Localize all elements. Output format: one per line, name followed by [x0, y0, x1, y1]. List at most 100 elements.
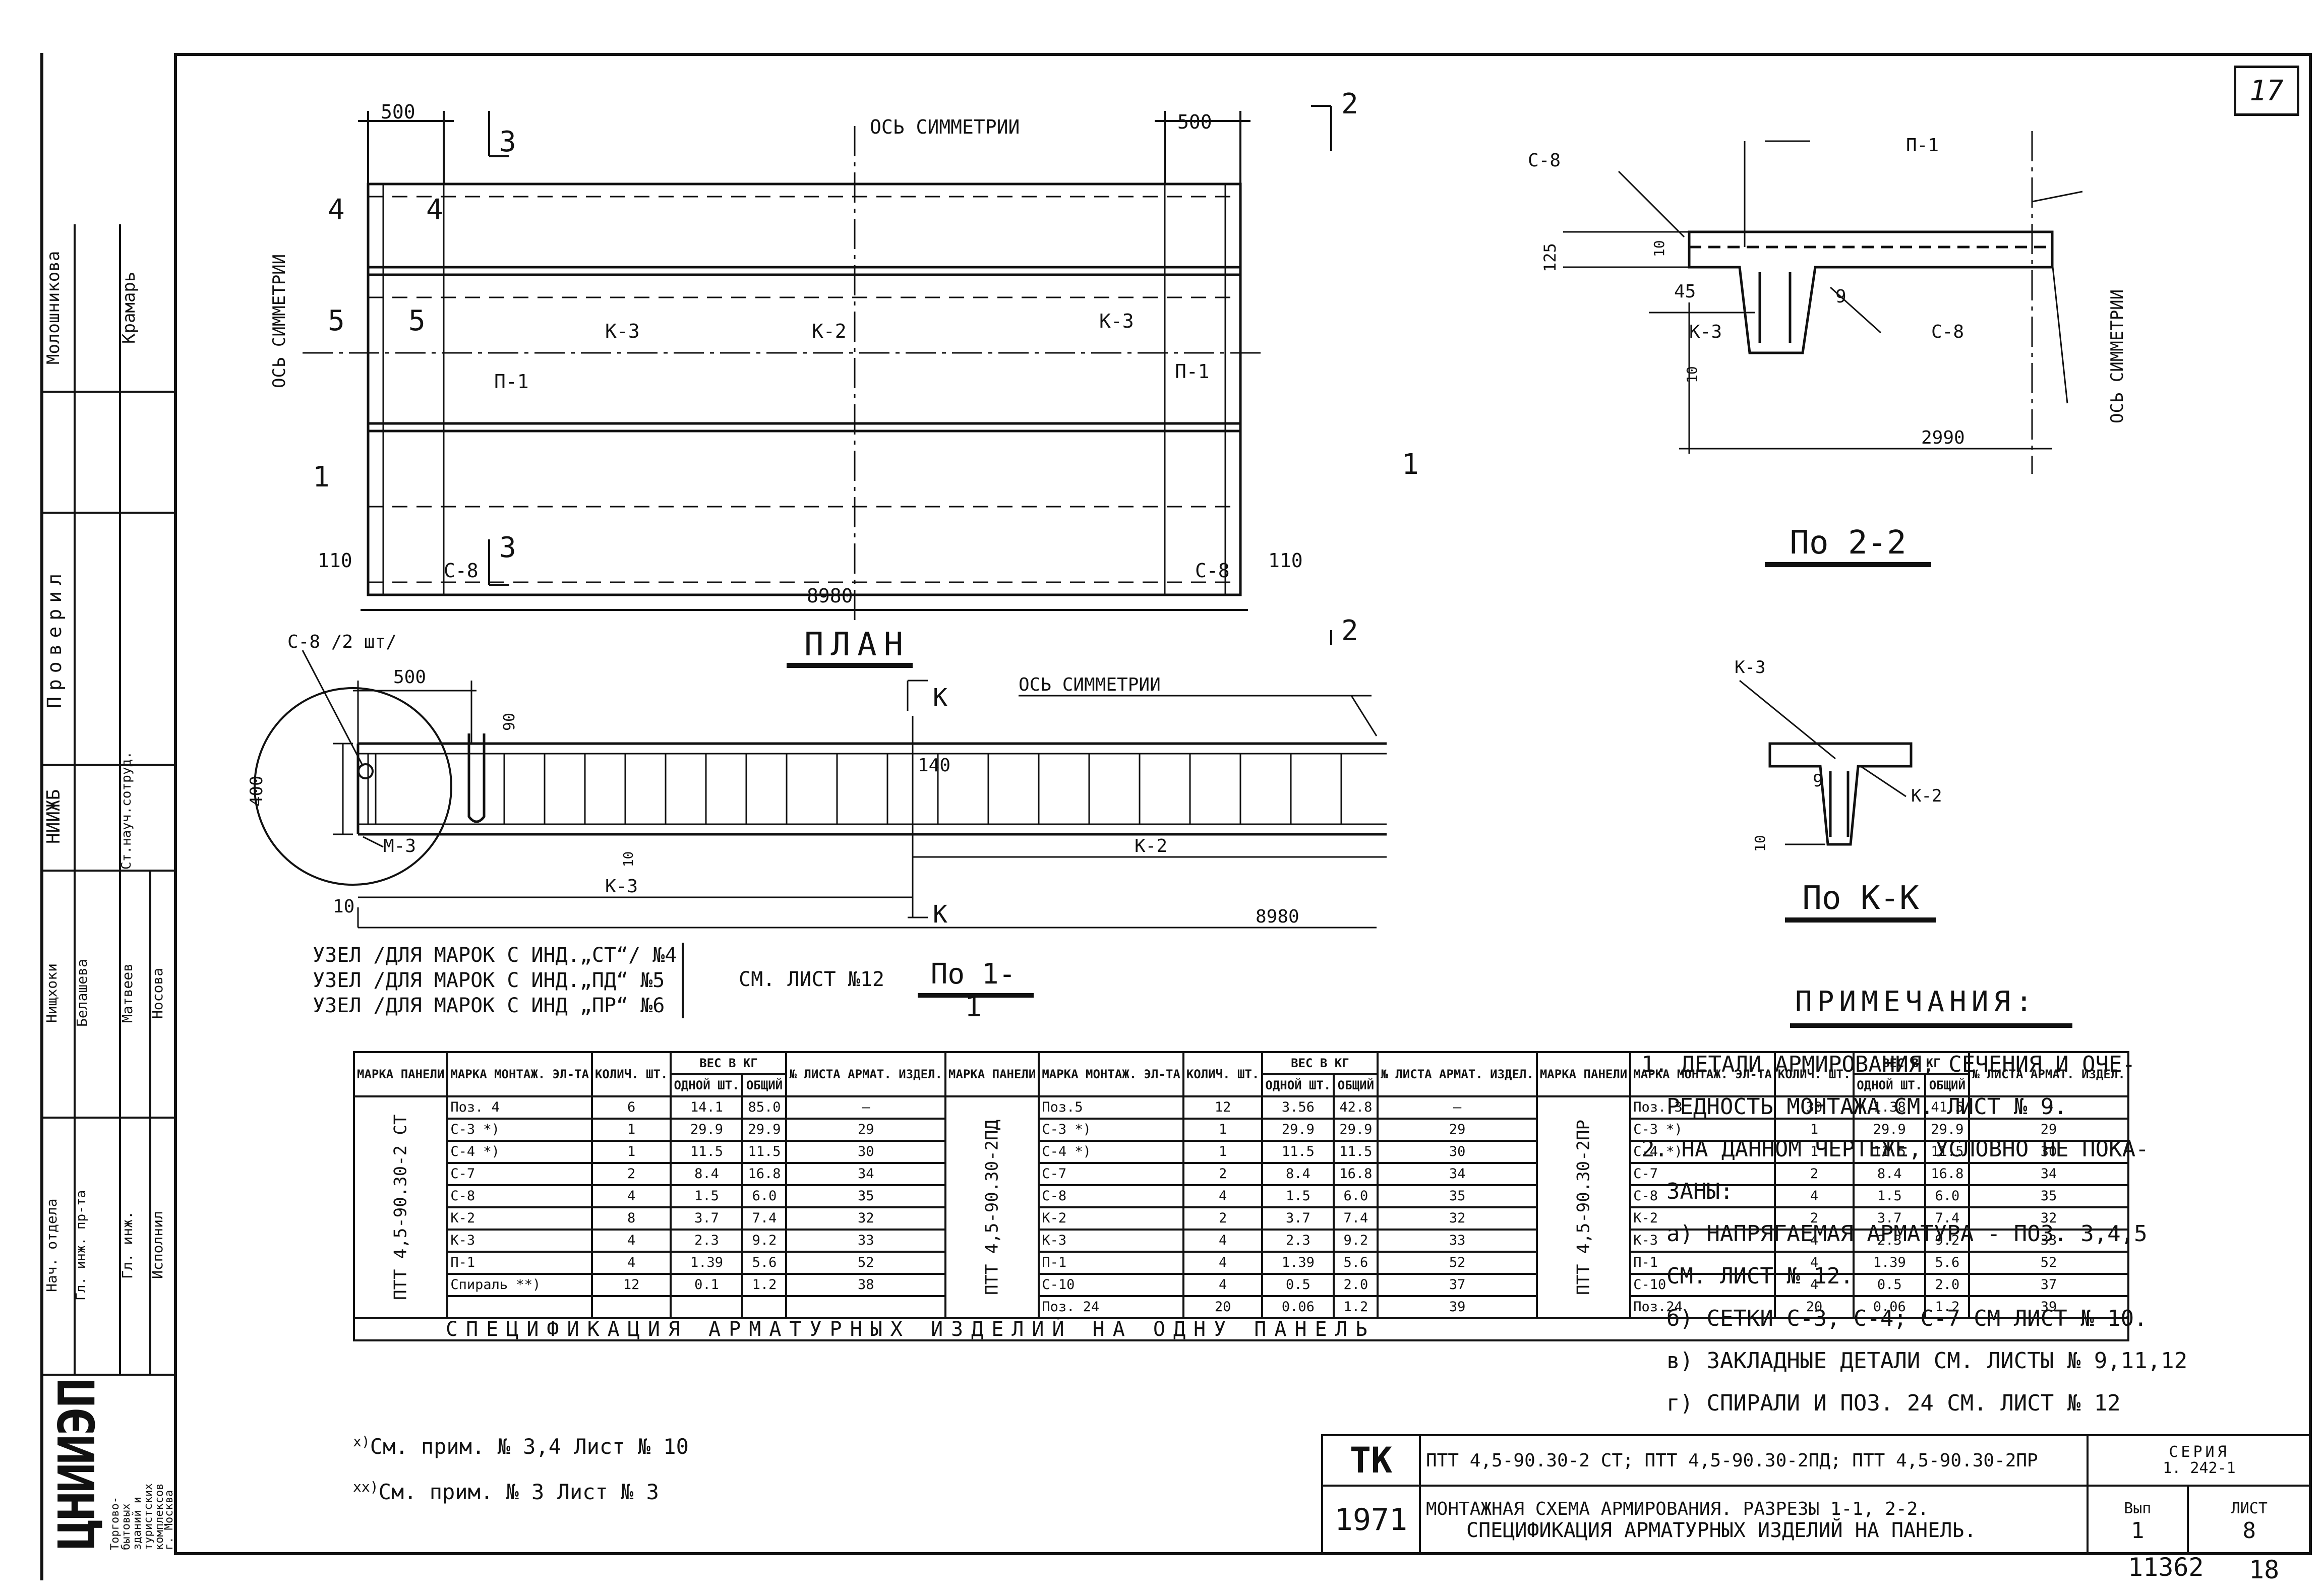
plan-axis-label: ОСЬ СИММЕТРИИ	[870, 116, 1020, 138]
spec-cell: Поз. 4	[446, 1095, 593, 1120]
s22-label-c8-left: С-8	[1528, 150, 1561, 171]
spec-cell: 6.0	[1333, 1184, 1379, 1208]
tb-issue-label: Вып	[2124, 1500, 2152, 1517]
plan-label-k3-left: К-3	[605, 320, 640, 342]
spec-cell: 1.2	[741, 1273, 788, 1297]
spec-cell: 30	[785, 1140, 946, 1164]
spec-cell: 34	[1968, 1162, 2129, 1186]
spec-cell: 5.6	[1333, 1251, 1379, 1275]
th-panel-2: МАРКА ПАНЕЛИ	[944, 1051, 1040, 1097]
section-11-drawing: С-8 /2 шт/ М-3 К-3 К-2 К К ОСЬ СИММЕТРИИ…	[247, 632, 1387, 929]
spec-cell: К-3	[1629, 1229, 1776, 1253]
kk-dim-9: 9	[1813, 771, 1823, 791]
stamp-name-2: Белашева	[74, 959, 90, 1027]
spec-cell: 34	[785, 1162, 946, 1186]
spec-cell: 0.06	[1261, 1295, 1335, 1319]
tb-desc: МОНТАЖНАЯ СХЕМА АРМИРОВАНИЯ. РАЗРЕЗЫ 1-1…	[1419, 1485, 2089, 1555]
stamp-hline-1	[43, 391, 174, 393]
spec-cell: 4	[1773, 1184, 1855, 1208]
spec-cell: 2	[1773, 1206, 1855, 1231]
spec-cell: 0.5	[1261, 1273, 1335, 1297]
spec-cell: 2.3	[1853, 1229, 1927, 1253]
spec-cell: 29.9	[1261, 1118, 1335, 1142]
th-qty-2: КОЛИЧ. ШТ.	[1182, 1051, 1264, 1097]
spec-cell: 1.5	[1261, 1184, 1335, 1208]
stamp-checked-org: НИИЖБ	[43, 789, 64, 844]
s11-label-k2: К-2	[1135, 836, 1167, 856]
plan-label-k2: К-2	[812, 320, 847, 342]
plan-mark-4-inner: 4	[426, 194, 443, 226]
spec-cell: 5.6	[741, 1251, 788, 1275]
stamp-role-4: Исполнил	[149, 1211, 166, 1279]
spec-cell: 6	[590, 1095, 672, 1120]
spec-cell: –	[1968, 1095, 2129, 1120]
spec-cell: 35	[1377, 1184, 1538, 1208]
spec-cell: С-8	[1629, 1184, 1776, 1208]
spec-cell: 1	[1182, 1140, 1264, 1164]
s11-label-c8: С-8 /2 шт/	[287, 632, 397, 652]
spec-panel-mark: ПТТ 4,5-90.30-2ПР	[1536, 1096, 1631, 1318]
th-one-1: ОДНОЙ ШТ.	[670, 1073, 744, 1097]
tb-desc-1: МОНТАЖНАЯ СХЕМА АРМИРОВАНИЯ. РАЗРЕЗЫ 1-1…	[1426, 1499, 1929, 1519]
spec-cell: К-2	[1038, 1206, 1184, 1231]
footnote-2: xx)См. прим. № 3 Лист № 3	[353, 1479, 659, 1504]
spec-cell: 1	[1773, 1140, 1855, 1164]
spec-cell: 3.7	[670, 1206, 744, 1231]
plan-outline	[367, 182, 1242, 596]
spec-cell: 0.06	[1853, 1295, 1927, 1319]
note-line-4: ЗАНЫ:	[1666, 1179, 1734, 1204]
spec-cell: 37	[1377, 1273, 1538, 1297]
plan-mark-1-left: 1	[313, 461, 330, 494]
tb-marks: ПТТ 4,5-90.30-2 СТ; ПТТ 4,5-90.30-2ПД; П…	[1419, 1434, 2089, 1487]
spec-cell	[446, 1295, 593, 1319]
spec-cell: 34	[1377, 1162, 1538, 1186]
plan-mark-5-left: 5	[328, 304, 345, 337]
note-line-8: в) ЗАКЛАДНЫЕ ДЕТАЛИ СМ. ЛИСТЫ № 9,11,12	[1666, 1348, 2188, 1374]
kk-label-k3: К-3	[1735, 657, 1765, 678]
spec-cell: 1.39	[670, 1251, 744, 1275]
spec-cell: С-7	[446, 1162, 593, 1186]
sheet-number-box: 17	[2234, 66, 2299, 116]
spec-cell: П-1	[446, 1251, 593, 1275]
th-element-3: МАРКА МОНТАЖ. ЭЛ-ТА	[1629, 1051, 1776, 1097]
stamp-checked-name-1: Молошникова	[43, 251, 64, 364]
spec-cell	[590, 1295, 672, 1319]
spec-cell: С-10	[1038, 1273, 1184, 1297]
spec-cell: 8.4	[1261, 1162, 1335, 1186]
spec-cell: С-4 *)	[1629, 1140, 1776, 1164]
s22-dim-125: 125	[1540, 243, 1560, 272]
note-line-7: б) СЕТКИ С-3, С-4; С-7 СМ ЛИСТ № 10.	[1666, 1306, 2148, 1331]
spec-cell: 2.0	[1924, 1273, 1971, 1297]
s11-label-m3: М-3	[383, 836, 416, 856]
note-line-3: 2. НА ДАННОМ ЧЕРТЕЖЕ, УСЛОВНО НЕ ПОКА-	[1641, 1136, 2149, 1162]
frame-left-rule	[40, 53, 43, 1580]
spec-cell: С-4 *)	[1038, 1140, 1184, 1164]
spec-cell: 39	[1377, 1295, 1538, 1319]
spec-cell: 33	[1968, 1229, 2129, 1253]
node-refs: УЗЕЛ /ДЛЯ МАРОК С ИНД.„СТ“/ №4 УЗЕЛ /ДЛЯ…	[313, 943, 684, 1018]
spec-cell: 1.39	[1261, 1251, 1335, 1275]
s22-title-underline	[1765, 562, 1931, 567]
th-sheet-3: № ЛИСТА АРМАТ. ИЗДЕЛ.	[1968, 1051, 2129, 1097]
spec-cell: 38	[785, 1273, 946, 1297]
note-line-1: 1. ДЕТАЛИ АРМИРОВАНИЯ, СЕЧЕНИЯ И ОЧЕ-	[1641, 1052, 2136, 1077]
title-block: ТК ПТТ 4,5-90.30-2 СТ; ПТТ 4,5-90.30-2ПД…	[1321, 1434, 2312, 1555]
s11-title-underline	[918, 993, 1034, 998]
spec-cell: 16.8	[1924, 1162, 1971, 1186]
spec-cell: 4	[1773, 1251, 1855, 1275]
stamp-hline-3	[43, 764, 174, 766]
s11-dim-10-mid: 10	[621, 851, 636, 867]
spec-cell: К-3	[446, 1229, 593, 1253]
stamp-org-short: ЦНИИЭП	[47, 1379, 106, 1550]
spec-cell: С-4 *)	[446, 1140, 593, 1164]
s22-dim-10-top: 10	[1651, 240, 1667, 257]
spec-cell: 39	[1968, 1295, 2129, 1319]
spec-cell: 11.5	[670, 1140, 744, 1164]
tb-sheet-cell: ЛИСТ 8	[2186, 1485, 2312, 1555]
spec-cell: С-3 *)	[446, 1118, 593, 1142]
spec-cell: 1.38	[1853, 1095, 1927, 1120]
spec-cell: 1.5	[670, 1184, 744, 1208]
stamp-vline-1	[74, 224, 76, 1374]
spec-cell: Поз.5	[1038, 1095, 1184, 1120]
